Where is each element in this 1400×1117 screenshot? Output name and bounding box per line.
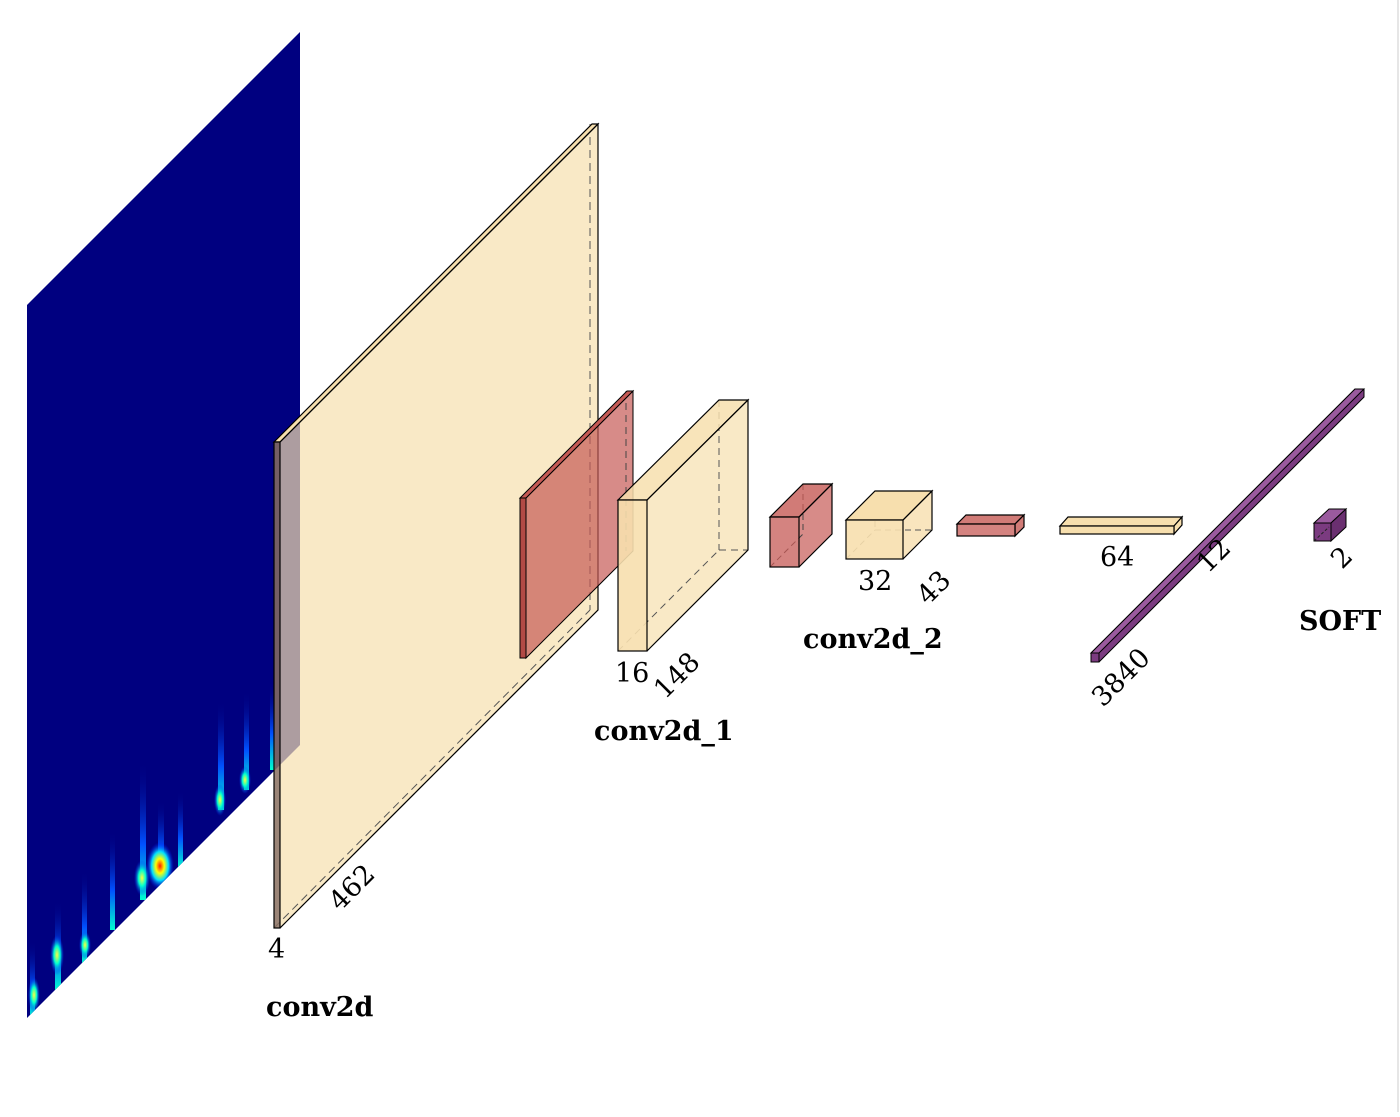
layer-conv2d: 4 462 conv2d xyxy=(266,122,600,1023)
input-spectrogram xyxy=(27,32,300,1018)
layer-pool1 xyxy=(518,389,635,660)
spectrogram-signal xyxy=(28,680,275,1018)
conv2d-front-face xyxy=(273,441,281,929)
conv2d-1-width-label: 148 xyxy=(648,647,706,705)
layer-softmax: 2 SOFT xyxy=(1299,507,1381,637)
layer-pool3 xyxy=(955,513,1026,538)
dense-size-label: 64 xyxy=(1100,542,1134,573)
flatten-width-label: 12 xyxy=(1191,533,1237,579)
conv2d-1-depth-label: 16 xyxy=(615,658,649,689)
conv2d-side-face xyxy=(280,124,598,928)
conv2d-2-name-label: conv2d_2 xyxy=(803,624,943,655)
layer-conv2d-1: 16 148 conv2d_1 xyxy=(594,398,750,747)
layer-dense: 64 xyxy=(1058,515,1184,573)
conv2d-2-width-label: 43 xyxy=(911,565,957,611)
conv2d-name-label: conv2d xyxy=(266,992,374,1023)
conv2d-1-name-label: conv2d_1 xyxy=(594,716,734,747)
conv2d-depth-label: 4 xyxy=(268,934,285,965)
spectrogram-background xyxy=(27,32,300,1018)
layer-conv2d-2: 32 43 conv2d_2 xyxy=(803,489,957,655)
softmax-size-label: 2 xyxy=(1325,541,1359,575)
conv2d-2-depth-label: 32 xyxy=(858,566,892,597)
layer-pool2 xyxy=(768,482,834,568)
softmax-name-label: SOFT xyxy=(1299,606,1381,637)
